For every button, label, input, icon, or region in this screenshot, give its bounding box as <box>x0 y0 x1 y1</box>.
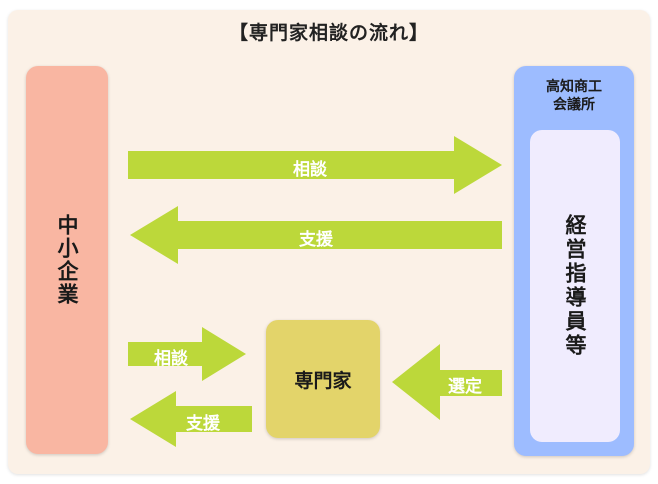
arrow-label-consult-small: 相談 <box>154 349 188 369</box>
arrow-label-selection: 選定 <box>448 377 482 397</box>
sme-box: 中小企業 <box>26 66 108 454</box>
advisor-box: 経営指導員等 <box>530 130 620 442</box>
arrow-consult-to-chamber <box>128 136 502 194</box>
arrow-label-support-small: 支援 <box>186 414 220 434</box>
expert-box: 専門家 <box>266 320 380 438</box>
sme-label: 中小企業 <box>55 214 79 306</box>
chamber-box: 高知商工 会議所 経営指導員等 <box>514 66 634 456</box>
chamber-header-line1: 高知商工 <box>546 79 602 95</box>
arrow-label-consult-top: 相談 <box>293 160 327 180</box>
advisor-label: 経営指導員等 <box>563 214 587 358</box>
arrow-label-support-top: 支援 <box>299 230 333 250</box>
diagram-title: 【専門家相談の流れ】 <box>228 22 429 44</box>
expert-label: 専門家 <box>294 369 352 392</box>
arrow-consult-to-expert <box>128 327 246 381</box>
arrow-support-to-sme <box>130 206 502 264</box>
chamber-header: 高知商工 会議所 <box>514 78 634 114</box>
arrow-support-from-expert <box>130 391 252 447</box>
chamber-header-line2: 会議所 <box>553 97 595 113</box>
arrow-selection <box>392 344 502 420</box>
